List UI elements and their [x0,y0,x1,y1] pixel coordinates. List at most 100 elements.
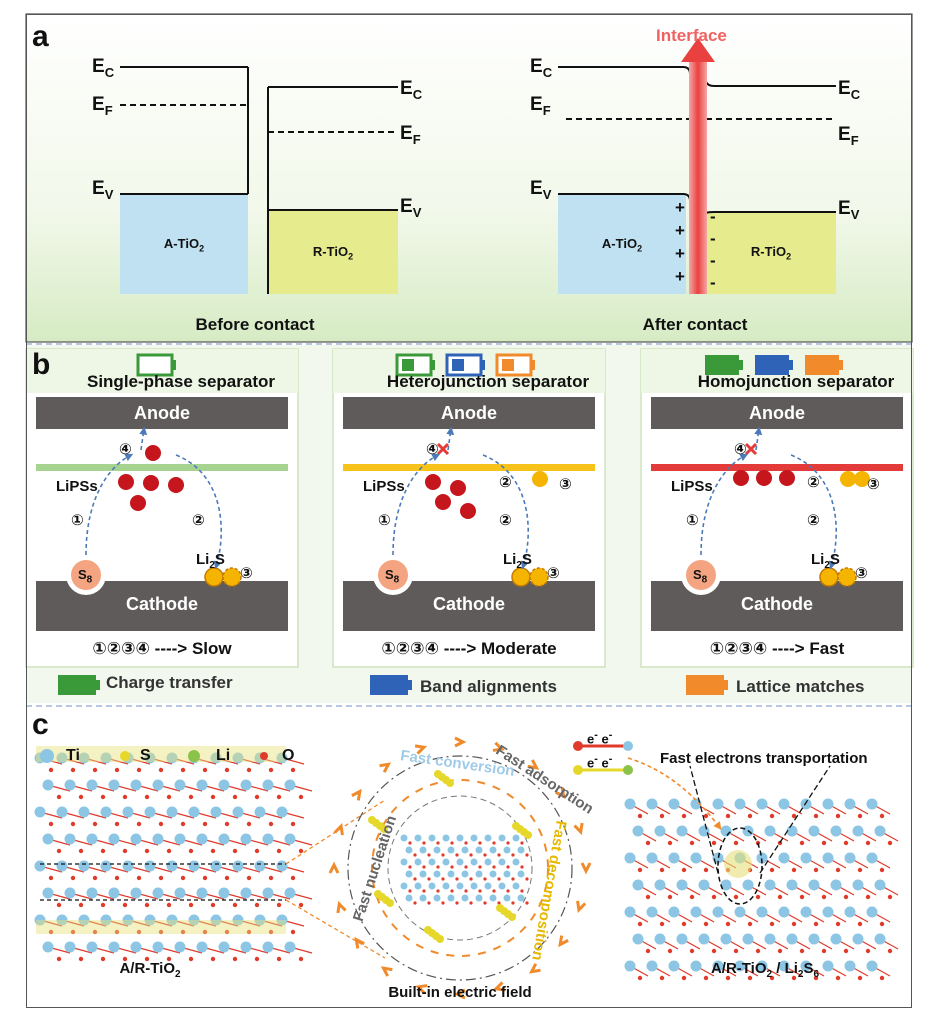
ti-atom [654,879,666,891]
o-atom [879,813,885,819]
ti-atom [174,941,186,953]
legend-icons [58,675,728,695]
ti-atom [218,779,230,791]
ti-atom [503,894,511,902]
polysulfide-particle [118,474,134,490]
ti-atom [734,960,746,972]
o-atom [224,929,230,935]
a-r-tio2-caption: A/R-TiO2 [119,960,181,980]
o-atom [92,767,98,773]
separator-column-1 [25,348,299,668]
panel-b-graphic [25,345,914,703]
ti-atom [654,933,666,945]
ti-atom [800,906,812,918]
ti-atom [232,914,244,926]
ti-atom [456,882,464,890]
ti-atom [786,879,798,891]
o-atom [659,867,665,873]
o-atom [114,767,120,773]
ti-atom [470,834,478,842]
panel-c-label: c [32,708,49,741]
o-atom [48,929,54,935]
o-atom [210,902,216,908]
ti-atom [86,887,98,899]
ti-atom [720,825,732,837]
step2b-marker: ② [499,474,512,491]
o-atom [70,767,76,773]
electron-label-1: e- e- [587,729,613,747]
ti-atom [196,779,208,791]
ti-atom [844,960,856,972]
ti-atom [778,906,790,918]
fast-electrons-label: Fast electrons transportation [660,750,868,767]
step2-arrow [482,454,530,570]
battery-tip [172,360,176,370]
ti-atom [130,833,142,845]
lipss-label: LiPSs [363,478,405,495]
o-atom [290,929,296,935]
o-atom [56,902,62,908]
o-atom [813,867,819,873]
o-atom [637,975,643,981]
ti-atom [690,906,702,918]
o-atom [667,948,673,954]
ti-atom [56,752,68,764]
o-atom [511,877,515,881]
o-atom [659,813,665,819]
ti-atom-icon [40,749,54,763]
ti-atom [188,914,200,926]
li2s-particle [837,567,857,587]
ti-atom [108,779,120,791]
o-atom [413,853,417,857]
li2s-particle [222,567,242,587]
ti-atom [188,806,200,818]
s-cluster-atom [436,935,444,943]
ti-atom [414,882,422,890]
o-atom [865,948,871,954]
ti-atom [210,806,222,818]
blocked-x-icon [436,442,450,456]
o-atom [497,853,501,857]
ti-atom [461,846,469,854]
o-atom [791,867,797,873]
r-tio2-label-before: R-TiO2 [312,244,354,262]
legend-charge-transfer: Charge transfer [106,673,233,692]
ti-atom [78,752,90,764]
electron-dot [623,741,633,751]
chevron-icon [527,759,540,770]
anode-label: Anode [134,403,190,423]
ti-atom [822,798,834,810]
o-atom [268,821,274,827]
ti-atom [442,858,450,866]
o-atom [188,848,194,854]
o-atom [478,841,482,845]
ti-atom [166,806,178,818]
o-atom [857,921,863,927]
ti-atom [144,806,156,818]
ti-atom [800,960,812,972]
battery-icon [705,355,739,375]
ti-atom [122,860,134,872]
battery-tip [531,360,535,370]
o-atom [667,894,673,900]
ti-atom [822,852,834,864]
ti-atom [433,846,441,854]
ti-atom [646,960,658,972]
o-atom [525,853,529,857]
ti-atom [262,887,274,899]
o-atom [413,901,417,905]
o-atom [879,975,885,981]
ti-label: Ti [66,747,80,764]
o-atom [188,794,194,800]
ti-atom [414,834,422,842]
o-atom [879,921,885,927]
o-atom [224,767,230,773]
o-atom [511,853,515,857]
ti-atom [698,933,710,945]
chevron-icon [379,762,392,773]
chevron-icon [380,966,393,977]
electron-dot [623,765,633,775]
ti-atom [400,834,408,842]
cathode-label: Cathode [741,594,813,614]
o-atom [180,875,186,881]
